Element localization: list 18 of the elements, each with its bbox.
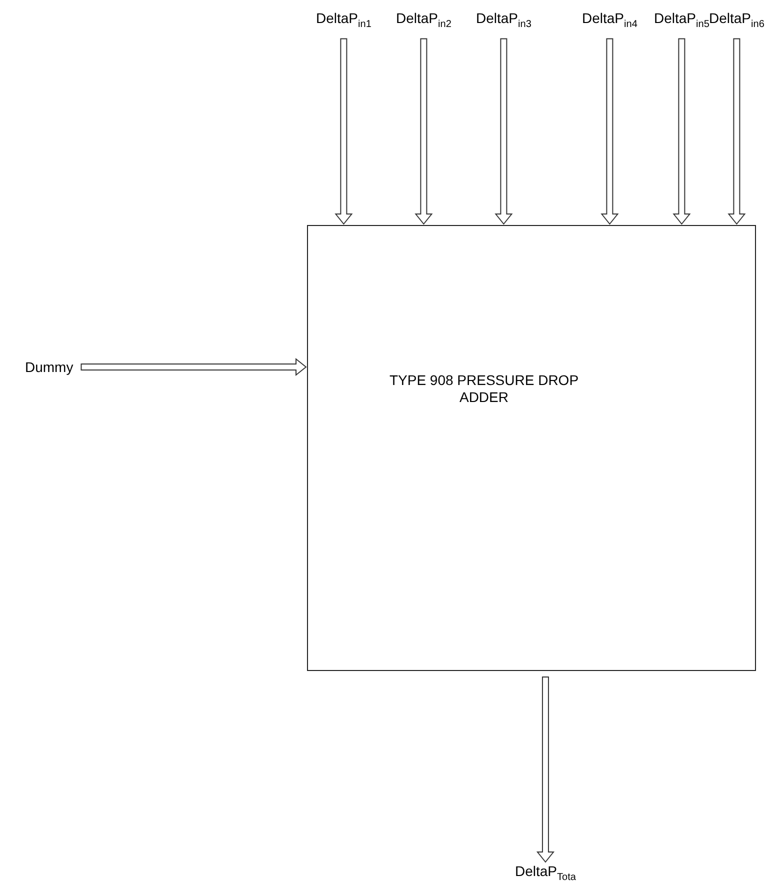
- hollow-arrow: [600, 38, 619, 225]
- process-box: [307, 225, 756, 671]
- signal-label: DeltaP$_{in3}$: [476, 10, 532, 33]
- hollow-arrow: [80, 358, 307, 376]
- hollow-arrow: [334, 38, 353, 225]
- signal-label: Dummy: [25, 359, 74, 375]
- hollow-arrow: [672, 38, 691, 225]
- hollow-arrow: [536, 676, 555, 863]
- hollow-arrow: [414, 38, 433, 225]
- box-title: TYPE 908 PRESSURE DROP ADDER: [388, 372, 580, 406]
- signal-label: DeltaP$_{in5}$: [654, 10, 710, 33]
- hollow-arrow: [494, 38, 513, 225]
- signal-label: DeltaP$_{in2}$: [396, 10, 452, 33]
- signal-label: DeltaP$_{in1}$: [316, 10, 372, 33]
- signal-label: DeltaP$_{in4}$: [582, 10, 638, 33]
- hollow-arrow: [728, 38, 746, 225]
- signal-label: DeltaP$_{in6}$: [709, 10, 764, 33]
- signal-label: DeltaP$_{Tota}$: [515, 863, 576, 886]
